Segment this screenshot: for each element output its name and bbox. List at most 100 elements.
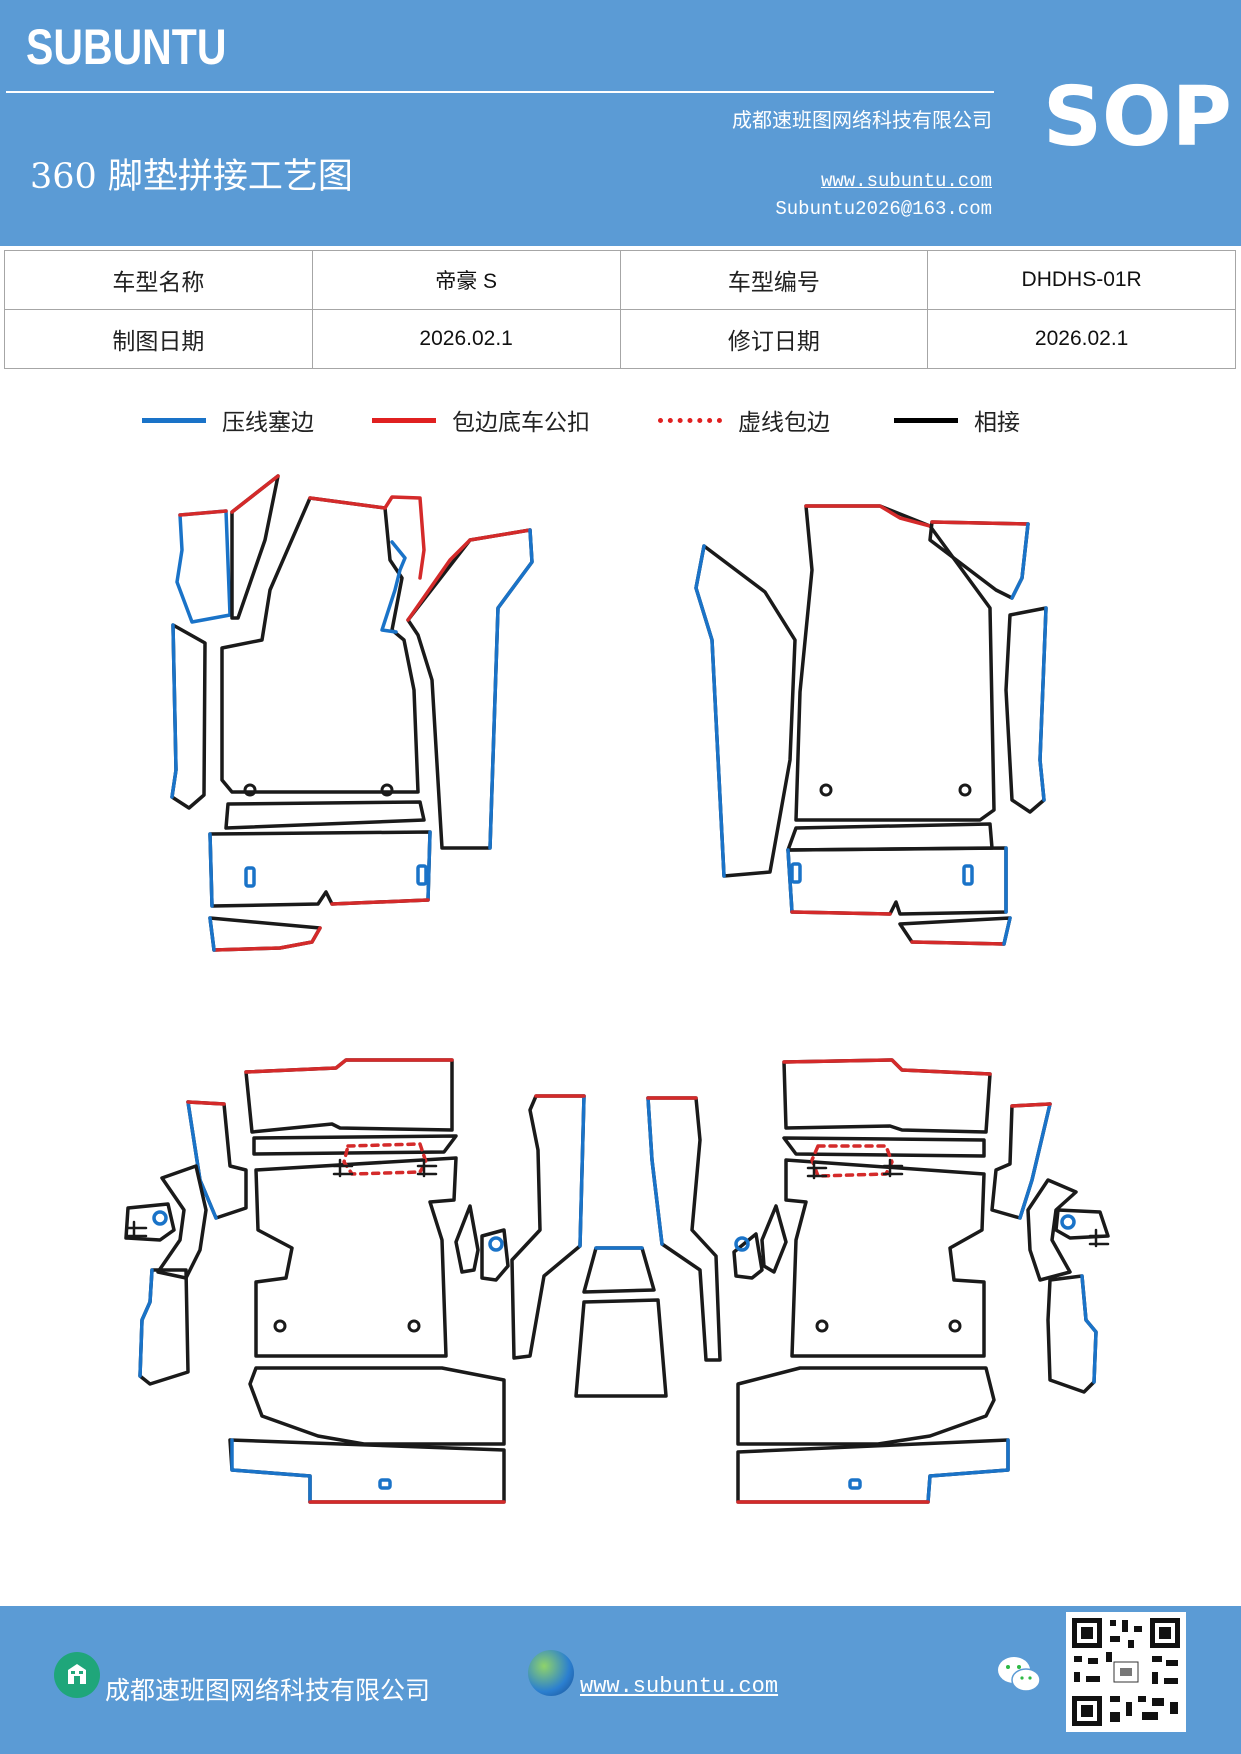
- model-name-label: 车型名称: [4, 250, 313, 310]
- legend-item-wrap-edge: 包边底车公扣: [372, 400, 590, 440]
- wechat-icon[interactable]: [996, 1654, 1042, 1698]
- legend-swatch-black: [894, 417, 958, 423]
- sop-badge: SOP: [1043, 70, 1232, 165]
- mat-piece: [480, 1228, 510, 1282]
- clip-slot: [244, 866, 256, 888]
- mat-piece: [330, 898, 430, 906]
- mat-piece: [406, 528, 532, 622]
- header: SUBUNTU 成都速班图网络科技有限公司 360 脚垫拼接工艺图 www.su…: [0, 0, 1241, 246]
- globe-icon: [528, 1650, 574, 1696]
- fastener-hole: [734, 1236, 750, 1252]
- mat-piece: [230, 474, 280, 620]
- mat-piece: [254, 1156, 458, 1358]
- legend-swatch-red: [372, 417, 436, 423]
- legend-label: 相接: [974, 410, 1020, 436]
- mat-piece: [1054, 1208, 1110, 1240]
- model-code-value: DHDHS-01R: [927, 250, 1236, 310]
- mat-piece: [252, 1134, 458, 1156]
- mat-piece: [736, 1438, 1010, 1504]
- rear-left-mat-group: [124, 1058, 586, 1504]
- info-table: 车型名称 帝豪 S 车型编号 DHDHS-01R 制图日期 2026.02.1 …: [4, 250, 1236, 369]
- mat-piece: [208, 830, 432, 908]
- mat-piece: [308, 495, 426, 580]
- qr-code[interactable]: [1066, 1612, 1186, 1732]
- mat-piece: [220, 496, 420, 794]
- mat-piece: [208, 916, 216, 952]
- mat-piece: [1038, 606, 1048, 802]
- fastener-hole: [1060, 1214, 1076, 1230]
- mat-piece: [910, 940, 1006, 946]
- mat-piece: [760, 1204, 788, 1274]
- footer-website-link[interactable]: www.subuntu.com: [580, 1674, 779, 1699]
- mat-piece: [248, 1366, 506, 1446]
- mat-piece: [208, 832, 214, 908]
- mat-piece: [582, 1246, 656, 1294]
- mat-piece: [1018, 1102, 1052, 1220]
- clip-slot: [962, 864, 974, 886]
- mat-piece: [138, 1268, 154, 1378]
- mat-piece: [488, 528, 534, 850]
- mat-piece: [170, 623, 207, 810]
- mat-piece: [175, 509, 232, 624]
- mat-piece: [1002, 916, 1012, 946]
- footer: 成都速班图网络科技有限公司 www.subuntu.com: [0, 1606, 1241, 1754]
- building-icon: [54, 1652, 100, 1698]
- mat-piece: [186, 1100, 218, 1220]
- legend-item-dashed-edge: 虚线包边: [658, 400, 830, 440]
- joint-mark: [126, 1220, 148, 1240]
- header-website-link[interactable]: www.subuntu.com: [820, 170, 992, 192]
- table-row: 车型名称 帝豪 S 车型编号 DHDHS-01R: [4, 250, 1236, 310]
- page-title: 360 脚垫拼接工艺图: [30, 157, 353, 197]
- mat-piece: [380, 540, 407, 634]
- header-divider: [6, 91, 994, 93]
- model-name-value: 帝豪 S: [311, 250, 621, 310]
- mat-piece: [930, 520, 1030, 526]
- joint-mark: [332, 1158, 438, 1178]
- mat-piece: [228, 1438, 506, 1504]
- legend-label: 压线塞边: [222, 410, 314, 436]
- legend-swatch-blue: [142, 417, 206, 423]
- header-company: 成都速班图网络科技有限公司: [732, 108, 992, 132]
- joint-mark: [806, 1158, 904, 1180]
- mat-piece: [170, 623, 178, 799]
- mat-piece: [1026, 1178, 1078, 1282]
- footer-company: 成都速班图网络科技有限公司: [105, 1676, 431, 1705]
- legend-item-press-line: 压线塞边: [142, 400, 314, 440]
- mat-piece: [790, 910, 892, 916]
- rear-right-mat-group: [646, 1058, 1110, 1504]
- mat-piece: [230, 1438, 312, 1504]
- mat-piece: [510, 1094, 586, 1360]
- mat-piece: [782, 1136, 986, 1158]
- brand-logo: SUBUNTU: [26, 19, 227, 75]
- model-code-label: 车型编号: [619, 250, 929, 310]
- joint-mark: [1088, 1228, 1110, 1248]
- header-email[interactable]: Subuntu2026@163.com: [775, 198, 992, 220]
- mat-piece: [1004, 606, 1048, 814]
- table-row: 制图日期 2026.02.1 修订日期 2026.02.1: [4, 309, 1236, 369]
- legend-label: 包边底车公扣: [452, 410, 590, 436]
- mat-piece: [178, 509, 228, 517]
- legend-swatch-red-dotted: [658, 417, 722, 423]
- mat-piece: [732, 1232, 764, 1280]
- front-right-mat-group: [694, 504, 1048, 946]
- legend-label: 虚线包边: [738, 410, 830, 436]
- mat-piece: [342, 1142, 428, 1176]
- mat-piece: [694, 544, 726, 878]
- clip-slot: [378, 1478, 392, 1490]
- mat-piece: [212, 926, 322, 952]
- mat-piece: [244, 1058, 454, 1074]
- center-tunnel-group: [574, 1246, 668, 1398]
- clip-slot: [416, 864, 428, 886]
- clip-slot: [848, 1478, 862, 1490]
- floor-mat-diagram: [124, 474, 1110, 1504]
- revise-date-value: 2026.02.1: [927, 309, 1236, 369]
- mat-piece: [230, 474, 280, 514]
- mat-piece: [928, 520, 1030, 600]
- mat-piece: [990, 1102, 1052, 1220]
- mat-piece: [454, 1204, 480, 1274]
- mat-piece: [138, 1268, 190, 1386]
- mat-piece: [186, 1100, 226, 1106]
- legend-item-joined: 相接: [894, 400, 1020, 440]
- mat-piece: [898, 916, 1012, 946]
- mat-piece: [926, 1438, 1010, 1504]
